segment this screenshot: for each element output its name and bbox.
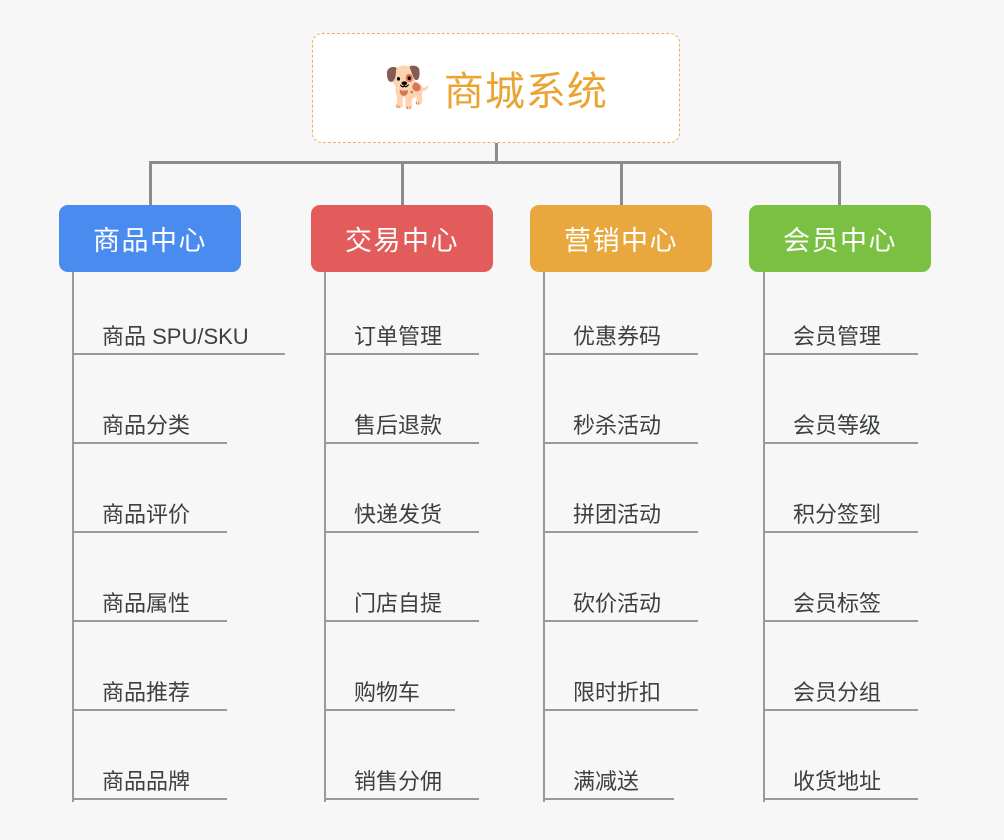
leaf-item-label: 商品品牌 [102,769,191,794]
leaf-item-underline [72,620,227,622]
category-box-marketing-center[interactable]: 营销中心 [530,205,712,272]
leaf-item-label: 积分签到 [793,502,882,527]
leaf-item-underline [324,353,479,355]
leaf-item-label: 商品 SPU/SKU [102,324,249,349]
leaf-item-underline [763,709,918,711]
root-node-mall-system[interactable]: 🐕 商城系统 [312,33,680,143]
connector-spine-member-center [763,272,765,802]
leaf-item-underline [324,531,479,533]
leaf-item-underline [324,709,455,711]
leaf-item-label: 订单管理 [354,324,443,349]
leaf-item-underline [324,442,479,444]
leaf-item-label: 会员分组 [793,680,882,705]
connector-horizontal-bus [149,161,840,164]
leaf-item-label: 商品分类 [102,413,191,438]
category-box-product-center[interactable]: 商品中心 [59,205,241,272]
leaf-item-underline [543,620,698,622]
leaf-item-label: 销售分佣 [354,769,443,794]
connector-spine-product-center [72,272,74,802]
category-title: 会员中心 [783,226,897,256]
leaf-item-label: 购物车 [354,680,421,705]
connector-drop-product [149,161,152,206]
leaf-item-label: 拼团活动 [573,502,662,527]
leaf-item-label: 商品属性 [102,591,191,616]
leaf-item-underline [763,442,918,444]
leaf-item-label: 门店自提 [354,591,443,616]
leaf-item-label: 快递发货 [354,502,443,527]
leaf-item-underline [543,798,674,800]
leaf-item-label: 商品评价 [102,502,191,527]
category-title: 交易中心 [345,226,459,256]
leaf-item-underline [763,620,918,622]
leaf-item-underline [324,798,479,800]
leaf-item-underline [543,709,698,711]
category-box-member-center[interactable]: 会员中心 [749,205,931,272]
leaf-item-underline [72,798,227,800]
leaf-item-label: 优惠券码 [573,324,662,349]
leaf-item-underline [543,353,698,355]
shiba-dog-face-icon: 🐕 [384,65,434,111]
leaf-item-underline [543,531,698,533]
leaf-item-underline [543,442,698,444]
category-title: 商品中心 [93,226,207,256]
connector-drop-member [838,161,841,206]
leaf-item-underline [763,531,918,533]
leaf-item-label: 收货地址 [793,769,882,794]
connector-root-stem [495,143,498,164]
leaf-item-underline [763,353,918,355]
leaf-item-label: 砍价活动 [573,591,662,616]
leaf-item-label: 秒杀活动 [573,413,662,438]
leaf-item-label: 满减送 [573,769,640,794]
leaf-item-label: 会员标签 [793,591,882,616]
leaf-item-label: 限时折扣 [573,680,662,705]
leaf-item-label: 会员管理 [793,324,882,349]
leaf-item-underline [72,709,227,711]
leaf-item-underline [763,798,918,800]
leaf-item-underline [72,353,285,355]
leaf-item-underline [72,531,227,533]
connector-spine-marketing-center [543,272,545,802]
leaf-item-underline [72,442,227,444]
category-title: 营销中心 [564,226,678,256]
category-box-trade-center[interactable]: 交易中心 [311,205,493,272]
leaf-item-underline [324,620,479,622]
connector-drop-marketing [620,161,623,206]
root-node-title: 商城系统 [443,70,608,114]
connector-spine-trade-center [324,272,326,802]
leaf-item-label: 商品推荐 [102,680,191,705]
connector-drop-trade [401,161,404,206]
leaf-item-label: 会员等级 [793,413,882,438]
leaf-item-label: 售后退款 [354,413,443,438]
